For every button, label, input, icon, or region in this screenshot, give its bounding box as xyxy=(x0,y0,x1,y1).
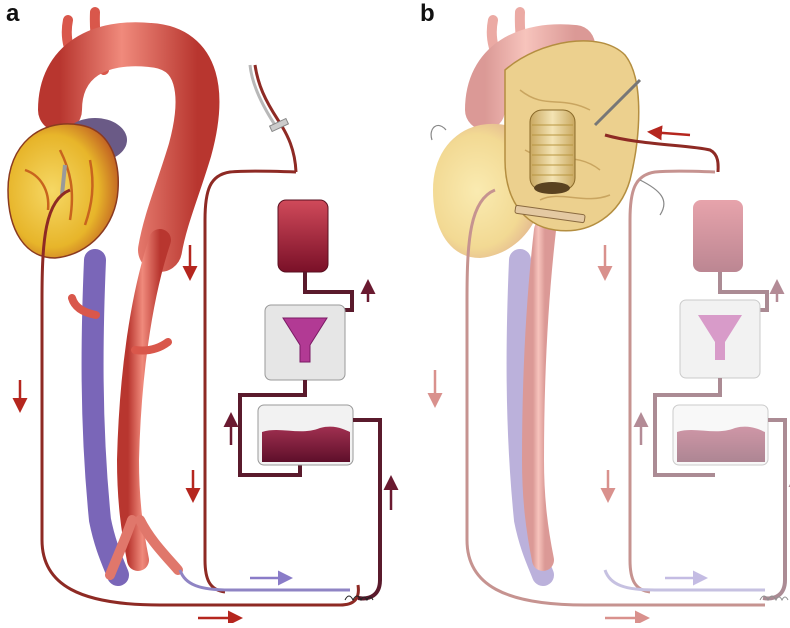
device-tube-1 xyxy=(305,272,352,310)
vena-cava xyxy=(93,260,118,575)
blood-bag-icon-b xyxy=(693,200,743,272)
panel-label-b: b xyxy=(420,2,435,26)
arrow-icon xyxy=(650,132,690,135)
device-tube-3 xyxy=(353,420,380,598)
panel-label-a: a xyxy=(6,2,19,26)
graft-opening xyxy=(534,182,570,194)
reservoir-blood xyxy=(262,427,350,462)
needle-icon xyxy=(255,65,296,172)
blood-bag-icon xyxy=(278,200,328,272)
reservoir-blood-b xyxy=(677,427,765,462)
descending-aorta xyxy=(128,240,160,560)
graft xyxy=(530,110,575,190)
panel-a xyxy=(8,12,391,618)
descending-aorta-b xyxy=(533,230,545,560)
venous-line-b xyxy=(605,570,765,590)
